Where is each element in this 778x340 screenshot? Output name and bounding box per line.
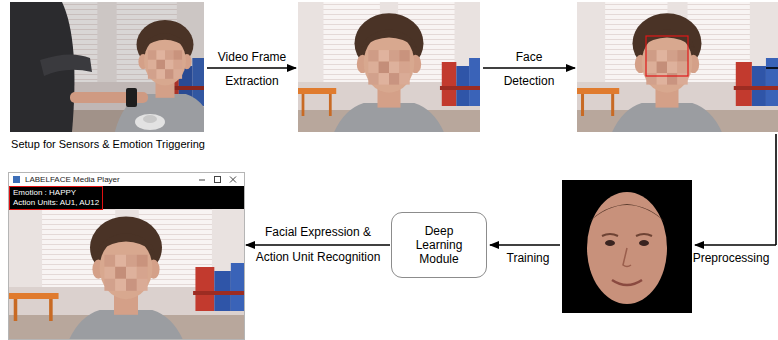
node-text: Deep Learning Module — [408, 224, 470, 266]
frame-photo — [298, 2, 480, 132]
close-icon — [230, 177, 236, 183]
maximize-icon — [215, 177, 221, 183]
app-icon — [13, 176, 20, 183]
edge-label: Facial Expression & Action Unit Recognit… — [251, 220, 385, 270]
face-crop — [562, 180, 692, 313]
result-photo — [9, 208, 244, 340]
step-label: Preprocessing — [688, 250, 774, 266]
setup-photo — [10, 2, 204, 132]
step-label: Training — [495, 250, 561, 266]
photo-panel: Setup for Sensors & Emotion Triggering — [3, 2, 213, 152]
node-text: Setup for Sensors & Emotion Triggering — [11, 138, 205, 152]
minimize-icon — [199, 180, 205, 181]
flow-arrows — [207, 68, 778, 245]
node-text: Emotion : HAPPY — [13, 188, 99, 198]
node-text: LABELFACE Media Player — [25, 173, 244, 186]
step-label: Video Frame Extraction — [208, 45, 296, 93]
node-text: Action Units: AU1, AU12 — [13, 198, 99, 208]
process-box: Deep Learning Module — [391, 212, 487, 278]
connector-arrow — [246, 244, 390, 246]
media-player-window: LABELFACE Media PlayerEmotion : HAPPYAct… — [8, 172, 245, 340]
detection-photo — [577, 2, 778, 132]
step-label: Face Detection — [497, 45, 561, 93]
overlay-box: Emotion : HAPPYAction Units: AU1, AU12 — [9, 186, 103, 210]
